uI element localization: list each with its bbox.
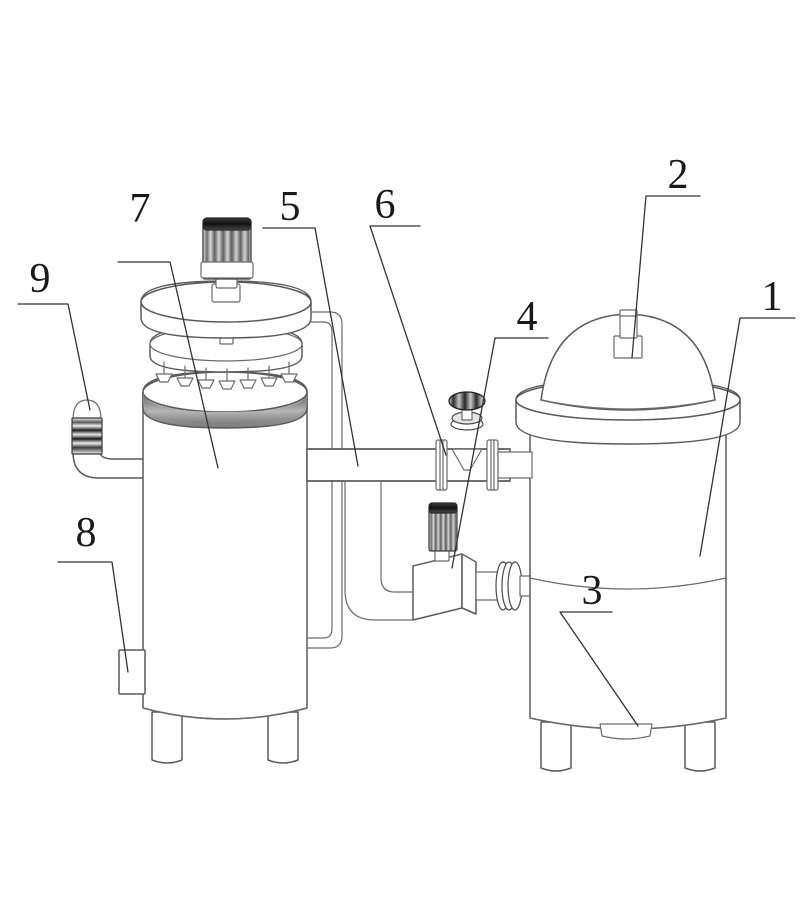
pipe-flange-left <box>435 439 448 491</box>
reference-callout-4: 4 <box>451 294 549 569</box>
left-vessel-leg-1 <box>151 711 183 764</box>
vent-base-collar <box>613 335 643 359</box>
spray-nozzles <box>155 361 298 390</box>
pipe-flange-right <box>486 439 499 491</box>
spray-nozzle <box>280 361 298 383</box>
reference-callout-5: 5 <box>262 184 359 467</box>
pipe-flange-right-ribs <box>490 439 495 491</box>
leader-line-3 <box>559 611 639 727</box>
right-filtration-vessel <box>497 309 741 772</box>
side-discharge-port <box>118 649 146 695</box>
right-vessel-leg-1 <box>540 721 572 772</box>
pump-motor-unit <box>412 502 546 621</box>
inlet-elbow-outer <box>72 451 144 479</box>
spray-nozzle <box>155 361 173 383</box>
spray-nozzle <box>239 367 257 389</box>
reference-callout-7: 7 <box>117 186 219 469</box>
leader-line-9 <box>17 303 91 411</box>
right-vessel-shell <box>529 417 727 730</box>
reference-label-8: 8 <box>76 510 97 556</box>
spray-nozzle <box>260 365 278 387</box>
right-vessel-inlet-stub <box>497 451 533 479</box>
inlet-strainer-assembly <box>71 399 144 479</box>
leader-line-6 <box>369 225 447 456</box>
agitator-drive-motor <box>200 217 254 303</box>
handwheel-valve <box>448 391 486 471</box>
reference-label-6: 6 <box>375 182 396 228</box>
reference-callout-8: 8 <box>57 510 129 673</box>
reference-label-layer: 1 2 3 4 5 6 <box>17 152 796 727</box>
leader-line-2 <box>631 195 701 359</box>
reference-label-7: 7 <box>130 186 151 232</box>
pump-body-top-edge <box>412 553 477 567</box>
left-vessel-shell <box>142 391 308 720</box>
leader-line-8 <box>57 561 129 673</box>
leader-line-5 <box>262 227 359 467</box>
spray-nozzle <box>218 368 236 390</box>
right-vessel-leg-2 <box>684 721 716 772</box>
left-vessel-bottom-curve <box>142 707 308 720</box>
reference-callout-9: 9 <box>17 256 91 411</box>
pump-motor-cap <box>428 502 458 514</box>
vent-riser-pipe <box>619 309 638 339</box>
reference-label-9: 9 <box>30 256 51 302</box>
vessel-domed-head <box>540 313 716 411</box>
reference-callout-1: 1 <box>699 274 796 557</box>
pipe-flange-left-ribs <box>439 439 444 491</box>
vessel-lid-disc <box>140 280 312 339</box>
reference-label-2: 2 <box>668 152 689 198</box>
leader-line-1 <box>699 317 796 557</box>
reference-callout-3: 3 <box>559 568 639 727</box>
lower-return-pipe <box>344 480 414 621</box>
inlet-strainer-bands <box>71 417 103 455</box>
reference-label-3: 3 <box>582 568 603 614</box>
inlet-elbow-inner <box>99 451 144 460</box>
right-vessel-seam-line <box>529 577 727 590</box>
spray-nozzle <box>176 365 194 387</box>
left-mixing-vessel <box>71 217 312 764</box>
reference-label-4: 4 <box>517 294 538 340</box>
return-pipe-inner <box>380 480 414 593</box>
return-pipe-outer <box>344 480 414 621</box>
leader-line-4 <box>451 337 549 569</box>
left-vessel-legs <box>151 711 299 764</box>
spray-nozzle <box>197 367 215 389</box>
pump-motor-housing <box>428 508 458 552</box>
reference-callout-6: 6 <box>369 182 447 456</box>
reference-callout-2: 2 <box>631 152 701 359</box>
right-vessel-legs <box>540 721 716 772</box>
interconnect-piping <box>306 311 546 649</box>
pump-body-right-face <box>461 553 477 615</box>
left-vessel-leg-2 <box>267 711 299 764</box>
valve-handwheel <box>448 391 486 411</box>
bottom-drain-outlet <box>599 723 653 740</box>
reference-label-1: 1 <box>762 274 783 320</box>
vent-stack-nozzle <box>613 309 643 359</box>
dome-base-curve <box>540 399 716 410</box>
side-discharge-box <box>118 649 146 695</box>
left-vessel-rim-inner-shade <box>143 392 307 424</box>
leader-line-7 <box>117 261 219 469</box>
motor-base-flange <box>200 261 254 279</box>
motor-fan-cap <box>202 217 252 231</box>
reference-label-5: 5 <box>280 184 301 230</box>
